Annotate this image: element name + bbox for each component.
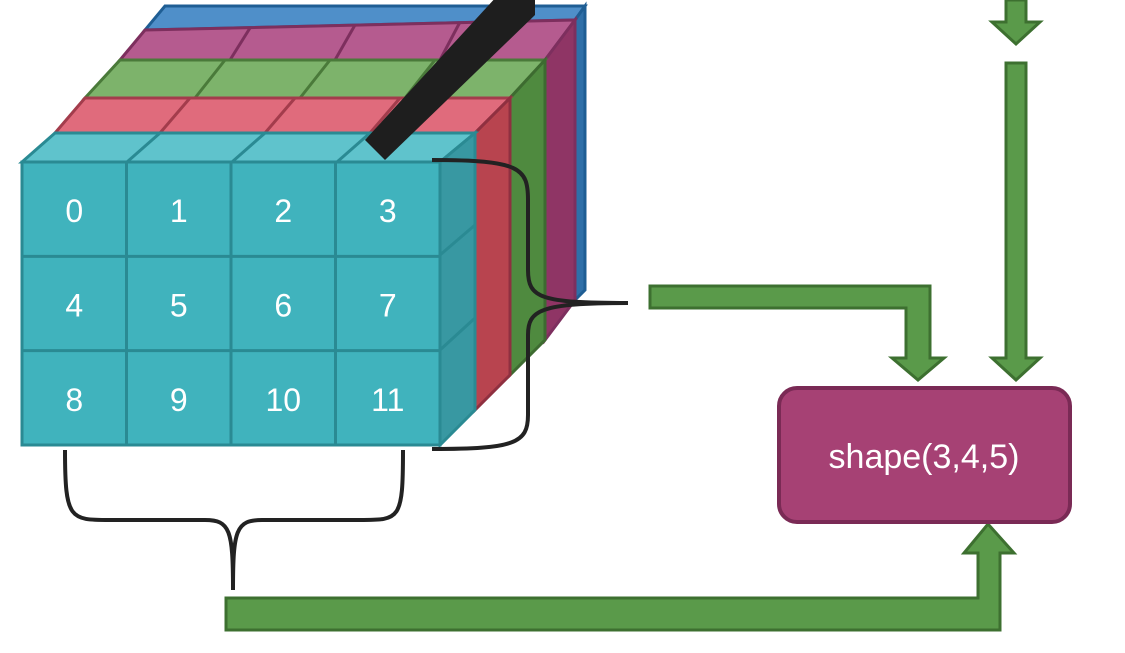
front-grid-lines — [22, 162, 440, 445]
front-layer: 0 1 2 3 4 5 6 7 8 9 10 11 — [18, 129, 480, 449]
grid-cell-value: 7 — [379, 288, 397, 324]
columns-brace — [63, 449, 405, 591]
front-grid-values: 0 1 2 3 4 5 6 7 8 9 10 11 — [65, 193, 404, 418]
grid-cell-value: 0 — [65, 193, 83, 229]
grid-cell-value: 5 — [170, 288, 188, 324]
shape-box: shape(3,4,5) — [777, 386, 1072, 524]
grid-cell-value: 11 — [371, 382, 404, 418]
front-layer-side — [438, 129, 477, 449]
depth-arrow — [988, 0, 1044, 47]
columns-to-shape-arrow — [224, 521, 1018, 632]
grid-cell-value: 2 — [274, 193, 292, 229]
grid-cell-value: 6 — [274, 288, 292, 324]
grid-cell-value: 8 — [65, 382, 83, 418]
grid-cell-value: 1 — [170, 193, 188, 229]
grid-cell-value: 9 — [170, 382, 188, 418]
purple-layer-side — [543, 15, 577, 345]
rows-brace — [431, 158, 629, 451]
depth-axis-arrow — [365, 0, 535, 160]
depth-to-shape-arrow — [988, 61, 1044, 383]
rows-to-shape-arrow — [648, 284, 949, 382]
grid-cell-value: 3 — [379, 193, 397, 229]
red-layer-side — [473, 94, 512, 414]
grid-cell-value: 4 — [65, 288, 83, 324]
shape-label: shape(3,4,5) — [829, 438, 1020, 476]
grid-cell-value: 10 — [265, 382, 301, 418]
